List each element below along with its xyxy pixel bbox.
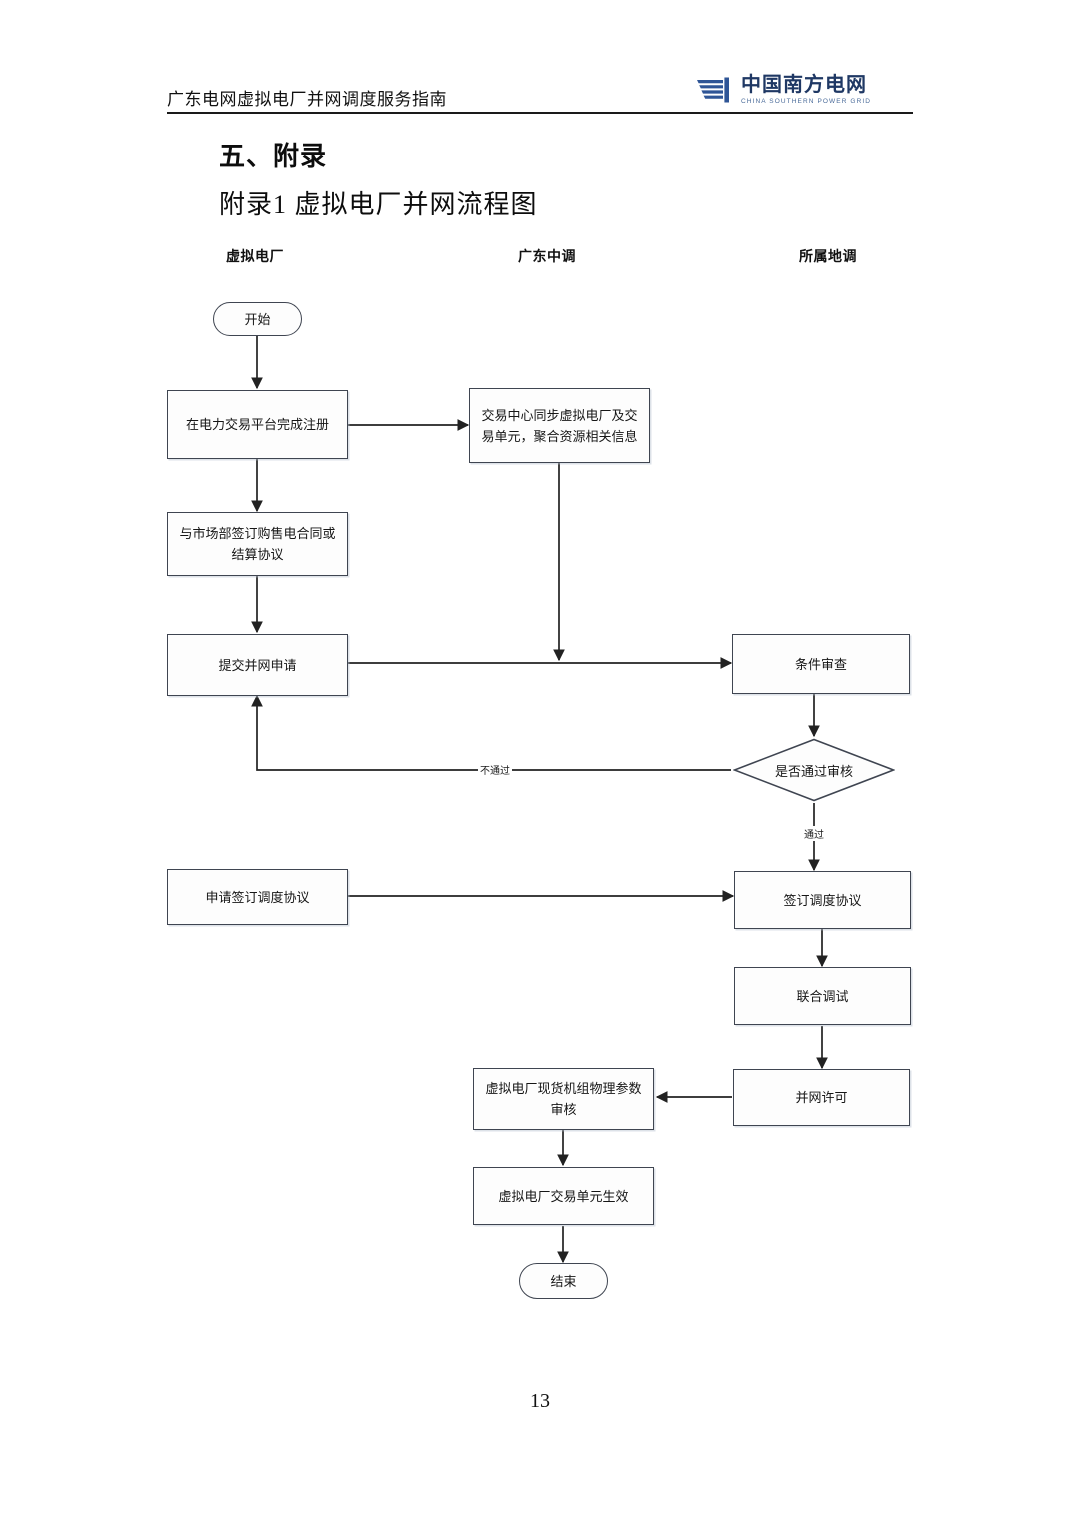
flow-node-end-label: 结束: [550, 1273, 577, 1289]
brand-name-en: CHINA SOUTHERN POWER GRID: [741, 98, 872, 105]
flow-node-review[interactable]: 条件审查: [732, 634, 910, 694]
flow-node-register-label: 在电力交易平台完成注册: [185, 417, 329, 432]
header-divider: [167, 112, 913, 114]
flow-node-start-label: 开始: [244, 311, 271, 327]
flow-node-apply-agreement[interactable]: 申请签订调度协议: [167, 869, 348, 925]
flowchart: 开始 在电力交易平台完成注册 交易中心同步虚拟电厂及交易单元，聚合资源相关信息 …: [167, 302, 911, 1299]
lane-header-gdzd: 广东中调: [518, 248, 576, 264]
flow-node-contract-label: 与市场部签订购售电合同或结算协议: [179, 526, 336, 562]
page-header: 广东电网虚拟电厂并网调度服务指南 中国南方电网 CHINA SOUTHERN P…: [0, 0, 1080, 120]
flow-node-sign-agreement[interactable]: 签订调度协议: [734, 871, 911, 929]
flow-node-start[interactable]: 开始: [213, 302, 302, 336]
brand-name-cn: 中国南方电网: [741, 74, 867, 96]
brand-text-block: 中国南方电网 CHINA SOUTHERN POWER GRID: [741, 74, 913, 107]
flow-node-unit-active-label: 虚拟电厂交易单元生效: [498, 1188, 629, 1204]
appendix-heading: 附录1 虚拟电厂并网流程图: [219, 190, 538, 219]
flow-node-contract[interactable]: 与市场部签订购售电合同或结算协议: [167, 512, 348, 576]
flow-node-unit-active[interactable]: 虚拟电厂交易单元生效: [473, 1167, 654, 1225]
flow-node-submit[interactable]: 提交并网申请: [167, 634, 348, 696]
lane-header-vpp: 虚拟电厂: [226, 248, 284, 264]
flow-node-review-label: 条件审查: [794, 656, 847, 672]
decision-diamond-shape: [733, 738, 895, 802]
grid-logo-icon: [697, 77, 729, 103]
flow-node-param-audit-label: 虚拟电厂现货机组物理参数审核: [485, 1081, 642, 1117]
flow-node-grid-permit[interactable]: 并网许可: [733, 1069, 910, 1126]
page-number: 13: [530, 1390, 550, 1412]
southern-power-grid-logo: 中国南方电网 CHINA SOUTHERN POWER GRID: [697, 74, 913, 108]
lane-header-local: 所属地调: [799, 248, 857, 264]
flow-node-sync[interactable]: 交易中心同步虚拟电厂及交易单元，聚合资源相关信息: [469, 388, 650, 463]
edge-label-pass: 通过: [802, 826, 826, 841]
flow-node-register[interactable]: 在电力交易平台完成注册: [167, 390, 348, 459]
flow-node-joint-test-label: 联合调试: [796, 988, 849, 1004]
flow-node-param-audit[interactable]: 虚拟电厂现货机组物理参数审核: [473, 1068, 654, 1130]
edge-label-fail: 不通过: [478, 762, 512, 777]
edge-decision-fail: [251, 694, 731, 771]
flow-node-apply-agreement-label: 申请签订调度协议: [205, 889, 310, 905]
flow-node-sign-agreement-label: 签订调度协议: [783, 892, 862, 908]
flow-node-grid-permit-label: 并网许可: [795, 1090, 848, 1105]
flow-node-joint-test[interactable]: 联合调试: [734, 967, 911, 1025]
flow-node-end[interactable]: 结束: [519, 1263, 608, 1299]
document-header-title: 广东电网虚拟电厂并网调度服务指南: [167, 90, 447, 109]
flow-node-decision[interactable]: 是否通过审核: [733, 738, 895, 802]
flow-node-submit-label: 提交并网申请: [218, 657, 297, 673]
flow-node-sync-label: 交易中心同步虚拟电厂及交易单元，聚合资源相关信息: [481, 407, 638, 444]
flow-node-decision-label: 是否通过审核: [774, 763, 853, 779]
section-heading: 五、附录: [219, 141, 328, 171]
